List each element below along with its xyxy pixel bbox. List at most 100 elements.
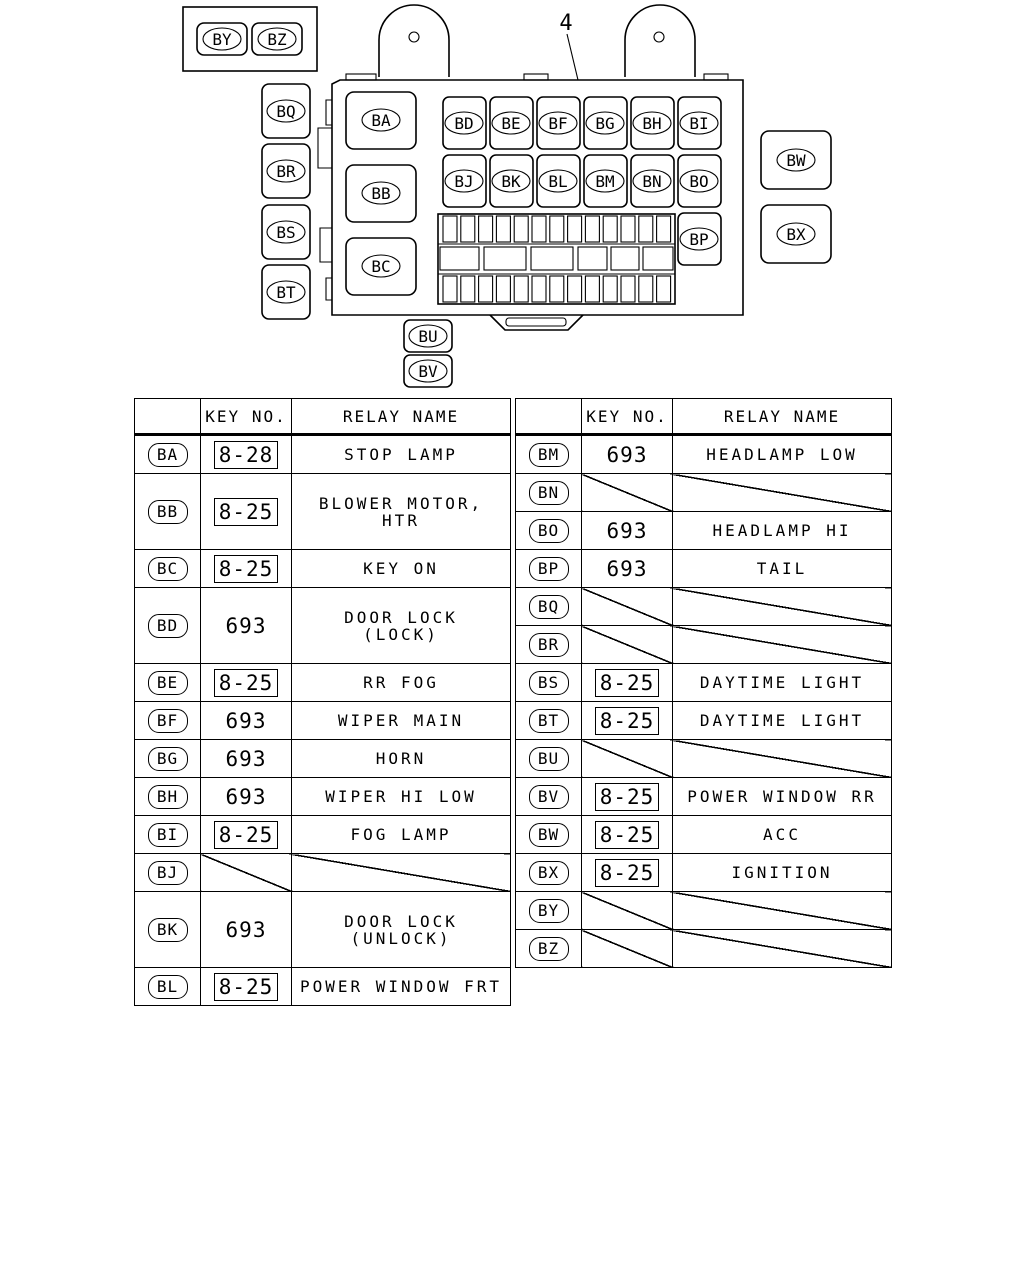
relay-name-cell (672, 929, 892, 968)
fuse-slot (567, 215, 583, 243)
relay-id-label: BR (528, 632, 569, 657)
relay-id-cell: BU (515, 739, 582, 778)
relay-id-oval (257, 27, 297, 51)
relay-name-line1: POWER WINDOW FRT (299, 977, 503, 996)
relay-name: BLOWER MOTOR,HTR (292, 495, 510, 529)
relay-id-label: BB (371, 184, 390, 203)
relay-id-oval (444, 111, 484, 135)
relay-bl (536, 154, 581, 208)
fuse-slot (638, 215, 654, 243)
key-number: 693 (225, 746, 267, 771)
fuse-slot (495, 215, 511, 243)
relay-bh (630, 96, 675, 150)
relay-id-label: BN (642, 172, 661, 191)
fuse-slot (602, 275, 618, 303)
relay-bq (261, 83, 311, 139)
relay-br (261, 143, 311, 199)
fuse-slot (584, 275, 600, 303)
relay-id-label: BT (528, 708, 569, 733)
relay-id-label: BM (595, 172, 614, 191)
relay-id-oval (632, 169, 672, 193)
relay-id-oval (266, 99, 306, 123)
relay-ba (345, 91, 417, 150)
relay-id-label: BT (276, 283, 296, 302)
relay-id-label: BW (786, 151, 806, 170)
fuse-slot (478, 215, 494, 243)
key-number: 693 (225, 708, 267, 733)
relay-id-label: BD (454, 114, 473, 133)
relay-name: DAYTIME LIGHT (673, 674, 891, 691)
relay-id-label: BY (528, 898, 569, 923)
relay-id-label: BR (276, 162, 296, 181)
relay-id-cell: BS (515, 663, 582, 702)
relay-name-line1: HEADLAMP LOW (706, 445, 858, 464)
relay-id-cell: BD (134, 587, 201, 664)
fuse-slot (513, 275, 529, 303)
relay-name-cell: IGNITION (672, 853, 892, 892)
relay-bd (442, 96, 487, 150)
relay-bu (403, 319, 453, 353)
fuse-slot (549, 275, 565, 303)
key-no-cell: 693 (581, 434, 673, 474)
relay-bi (677, 96, 722, 150)
relay-name-cell: HEADLAMP HI (672, 511, 892, 550)
key-number: 8-25 (594, 668, 660, 697)
mounting-tab-right (624, 4, 696, 77)
relay-name-cell: WIPER HI LOW (291, 777, 511, 816)
fuse-slot (620, 275, 636, 303)
relay-bg (583, 96, 628, 150)
relay-id-label: BY (212, 30, 232, 49)
relay-id-label: BP (689, 230, 708, 249)
relay-id-label: BF (548, 114, 567, 133)
key-no-cell: 693 (200, 701, 292, 740)
table-row: BU (515, 739, 892, 778)
key-no-cell (581, 587, 673, 626)
key-no-cell: 693 (200, 777, 292, 816)
relay-id-label: BE (501, 114, 520, 133)
relay-name: HEADLAMP LOW (673, 446, 891, 463)
callout-number: 4 (559, 11, 572, 36)
relay-name-line1: TAIL (756, 559, 808, 578)
relay-name-cell (291, 853, 511, 892)
relay-name-cell: DAYTIME LIGHT (672, 701, 892, 740)
relay-bm (583, 154, 628, 208)
table-row: BN (515, 473, 892, 512)
relay-id-oval (491, 169, 531, 193)
relay-id-label: BU (528, 746, 569, 771)
relay-name: KEY ON (292, 560, 510, 577)
relay-id-label: BV (528, 784, 569, 809)
relay-id-cell: BZ (515, 929, 582, 968)
relay-id-label: BP (528, 556, 569, 581)
table-row: BS 8-25 DAYTIME LIGHT (515, 663, 892, 702)
relay-name-cell: FOG LAMP (291, 815, 511, 854)
table-header-row: KEY NO. RELAY NAME (134, 398, 511, 436)
relay-id-cell: BF (134, 701, 201, 740)
relay-name-line1: DAYTIME LIGHT (699, 673, 865, 692)
relay-name-line2: (UNLOCK) (350, 928, 452, 948)
relay-id-cell: BG (134, 739, 201, 778)
relay-bj (442, 154, 487, 208)
relay-name-line1: ACC (763, 825, 801, 844)
relay-name-line1: IGNITION (731, 863, 833, 882)
key-number: 693 (225, 784, 267, 809)
relay-id-label: BS (276, 223, 295, 242)
relay-name-cell (672, 587, 892, 626)
relay-name-cell: HEADLAMP LOW (672, 434, 892, 474)
relay-name-cell (672, 891, 892, 930)
relay-name-cell: KEY ON (291, 549, 511, 588)
header-relay-name: RELAY NAME (672, 398, 892, 436)
relay-name: TAIL (673, 560, 891, 577)
relay-name: STOP LAMP (292, 446, 510, 463)
relay-id-cell: BK (134, 891, 201, 968)
relay-id-oval (444, 169, 484, 193)
relay-id-cell: BO (515, 511, 582, 550)
